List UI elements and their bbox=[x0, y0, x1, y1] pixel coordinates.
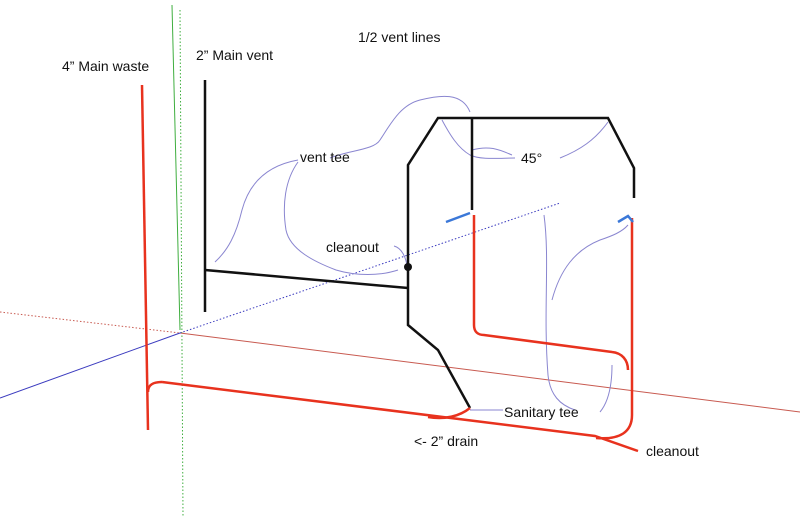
vent-branch-horizontal bbox=[204, 268, 409, 290]
axis-blue-solid bbox=[0, 332, 181, 399]
branch-right-vertical bbox=[595, 218, 634, 440]
label-2in-drain: <- 2” drain bbox=[414, 433, 479, 449]
axis-green-solid bbox=[171, 4, 181, 331]
waste-pipes bbox=[140, 84, 639, 453]
leader-vent-tee-left bbox=[214, 159, 299, 263]
vent-top-marker-right bbox=[617, 214, 634, 224]
label-main-waste: 4” Main waste bbox=[62, 58, 150, 74]
vent-top-marker-left bbox=[445, 211, 471, 224]
branch-left-vertical bbox=[472, 215, 630, 371]
label-cleanout-vent: cleanout bbox=[326, 239, 379, 255]
label-cleanout-waste: cleanout bbox=[646, 443, 699, 459]
vent-pipes bbox=[203, 80, 636, 409]
main-waste-bend bbox=[146, 380, 163, 393]
leader-cleanout-vent bbox=[393, 245, 408, 267]
leader-45-right bbox=[559, 121, 609, 159]
axis-green bbox=[179, 9, 184, 517]
label-sanitary-tee: Sanitary tee bbox=[504, 404, 579, 420]
leader-vent-tee-right bbox=[283, 161, 399, 275]
leader-sanitary-left bbox=[543, 214, 576, 411]
vent-loop-pipe bbox=[406, 116, 636, 409]
leader-lines bbox=[214, 95, 629, 413]
leader-vent-lines-b bbox=[471, 147, 513, 156]
main-waste-pipe bbox=[140, 84, 150, 431]
axis-red-dotted bbox=[0, 311, 181, 334]
label-vent-tee: vent tee bbox=[300, 149, 350, 165]
cleanout-fitting-vent bbox=[404, 263, 412, 271]
axis-red-solid bbox=[179, 332, 800, 413]
label-vent-lines: 1/2 vent lines bbox=[358, 29, 441, 45]
main-drain-line bbox=[161, 380, 639, 453]
drain-2in-connection bbox=[427, 407, 471, 420]
axis-blue-dotted bbox=[179, 202, 561, 334]
label-main-vent: 2” Main vent bbox=[196, 47, 274, 63]
leader-45-left bbox=[441, 119, 516, 159]
label-45-degrees: 45° bbox=[521, 150, 543, 166]
leader-sanitary-mid bbox=[551, 224, 629, 301]
fitting-markers bbox=[445, 211, 634, 224]
leader-vent-lines bbox=[329, 95, 471, 159]
leader-sanitary-right bbox=[599, 364, 613, 413]
axes bbox=[0, 4, 800, 517]
